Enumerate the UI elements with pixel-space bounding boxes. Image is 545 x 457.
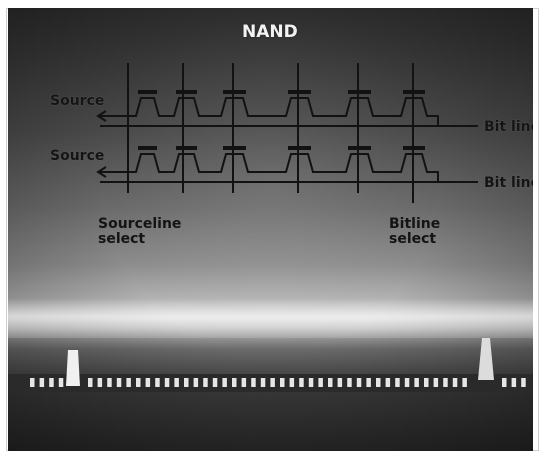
bit-line-label-row-1: Bit line: [484, 119, 533, 135]
memory-cell: [443, 378, 448, 387]
nand-schematic: [8, 63, 533, 392]
memory-cell: [511, 378, 517, 387]
memory-cell: [107, 378, 112, 387]
memory-cell: [404, 378, 410, 387]
cell-chain-row-2: [118, 153, 439, 182]
memory-cell: [521, 378, 526, 387]
memory-cell: [289, 378, 295, 387]
schematic-wiring: [96, 63, 478, 203]
surface-glow-band: [8, 298, 533, 338]
memory-cell: [318, 378, 323, 387]
memory-cell: [328, 378, 333, 387]
memory-cell: [174, 378, 179, 387]
memory-cell: [308, 378, 314, 387]
memory-cell: [116, 378, 122, 387]
memory-cell: [385, 378, 391, 387]
memory-cell: [184, 378, 189, 387]
source-label-row-1: Source: [50, 93, 105, 109]
memory-cell: [502, 378, 507, 387]
memory-cell: [241, 378, 247, 387]
memory-cell: [251, 378, 256, 387]
cell-chain-row-1: [118, 97, 439, 126]
memory-cell: [212, 378, 218, 387]
memory-cell: [395, 378, 400, 387]
memory-cell: [155, 378, 160, 387]
memory-cell: [356, 378, 362, 387]
contact-plug-right: [478, 338, 494, 380]
memory-cell: [164, 378, 170, 387]
nand-micrograph: NAND Source Source Bit line Bit line Sou…: [8, 8, 533, 451]
gate-bars: [138, 90, 425, 150]
memory-cell: [376, 378, 381, 387]
memory-cell: [58, 378, 64, 387]
memory-cell: [145, 378, 151, 387]
cell-array: [30, 378, 526, 387]
source-arrowhead-2: [96, 166, 107, 178]
memory-cell: [49, 378, 54, 387]
memory-cell: [222, 378, 227, 387]
memory-cell: [424, 378, 429, 387]
memory-cell: [280, 378, 285, 387]
memory-cell: [462, 378, 467, 387]
memory-cell: [337, 378, 343, 387]
memory-cell: [39, 378, 45, 387]
source-label-row-2: Source: [50, 148, 105, 164]
memory-cell: [88, 378, 93, 387]
bit-line-label-row-2: Bit line: [484, 175, 533, 191]
memory-cell: [260, 378, 266, 387]
memory-cell: [270, 378, 275, 387]
memory-cell: [193, 378, 199, 387]
memory-cell: [203, 378, 208, 387]
cross-section-strip: [8, 338, 533, 392]
source-arrowhead-1: [96, 110, 107, 122]
memory-cell: [126, 378, 131, 387]
memory-cell: [30, 378, 35, 387]
memory-cell: [433, 378, 439, 387]
memory-cell: [97, 378, 103, 387]
memory-cell: [366, 378, 371, 387]
diagram-title: NAND: [242, 22, 298, 42]
sourceline-select-label: Sourceline select: [98, 216, 182, 247]
memory-cell: [232, 378, 237, 387]
bitline-select-label: Bitline select: [389, 216, 441, 247]
memory-cell: [414, 378, 419, 387]
memory-cell: [136, 378, 141, 387]
memory-cell: [347, 378, 352, 387]
contact-plug-left: [66, 350, 80, 386]
memory-cell: [299, 378, 304, 387]
memory-cell: [452, 378, 458, 387]
